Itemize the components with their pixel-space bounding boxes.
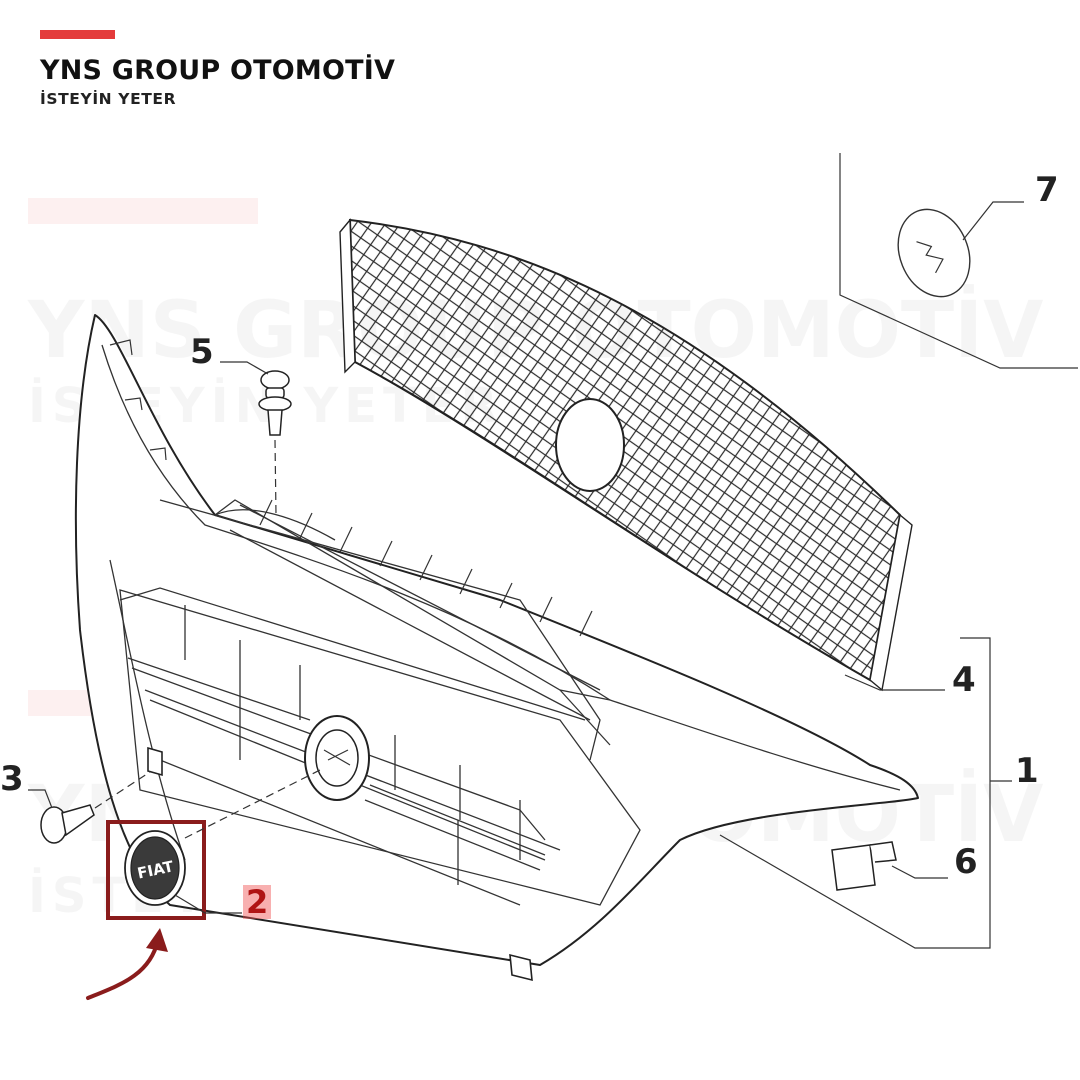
part-7-bracket-lines — [839, 153, 1078, 369]
part-2-emblem: FIAT — [124, 830, 186, 906]
part-3-screw — [40, 804, 95, 844]
leader-5 — [220, 361, 269, 375]
watermark-bar — [28, 198, 258, 224]
part-1-grille-details — [101, 344, 901, 906]
highlight-arrow — [86, 938, 160, 1000]
part-1-grille-frame — [74, 314, 919, 966]
brand-accent-bar — [40, 30, 115, 39]
part-6-plug — [831, 841, 897, 891]
highlight-arrowhead — [146, 928, 168, 952]
part-4-mesh-insert — [339, 218, 913, 692]
callout-1: 1 — [1015, 751, 1039, 791]
brand-title: YNS GROUP OTOMOTİV — [40, 55, 396, 86]
brand-tagline: İSTEYİN YETER — [40, 90, 177, 108]
part-5-push-clip — [258, 370, 292, 436]
part-3-axis — [94, 771, 151, 809]
grille-upper-ribs — [109, 339, 593, 637]
callout-4: 4 — [952, 660, 976, 700]
grille-emblem — [304, 715, 370, 801]
callout-5: 5 — [190, 332, 214, 372]
mesh-emblem-hole — [555, 398, 625, 492]
part-5-axis — [274, 439, 277, 516]
leader-7 — [962, 201, 1024, 241]
part-7-badge — [897, 208, 971, 298]
callout-6: 6 — [954, 842, 978, 882]
callout-7: 7 — [1035, 170, 1059, 210]
leader-3 — [28, 789, 53, 809]
leader-4 — [844, 674, 945, 691]
highlight-box — [106, 820, 206, 920]
callout-3: 3 — [0, 759, 24, 799]
grille-lower-clips — [147, 746, 533, 982]
part-1-bracket-lines — [719, 637, 991, 949]
leader-6 — [891, 865, 948, 879]
leader-2 — [174, 894, 242, 914]
callout-2-highlighted: 2 — [243, 885, 272, 919]
